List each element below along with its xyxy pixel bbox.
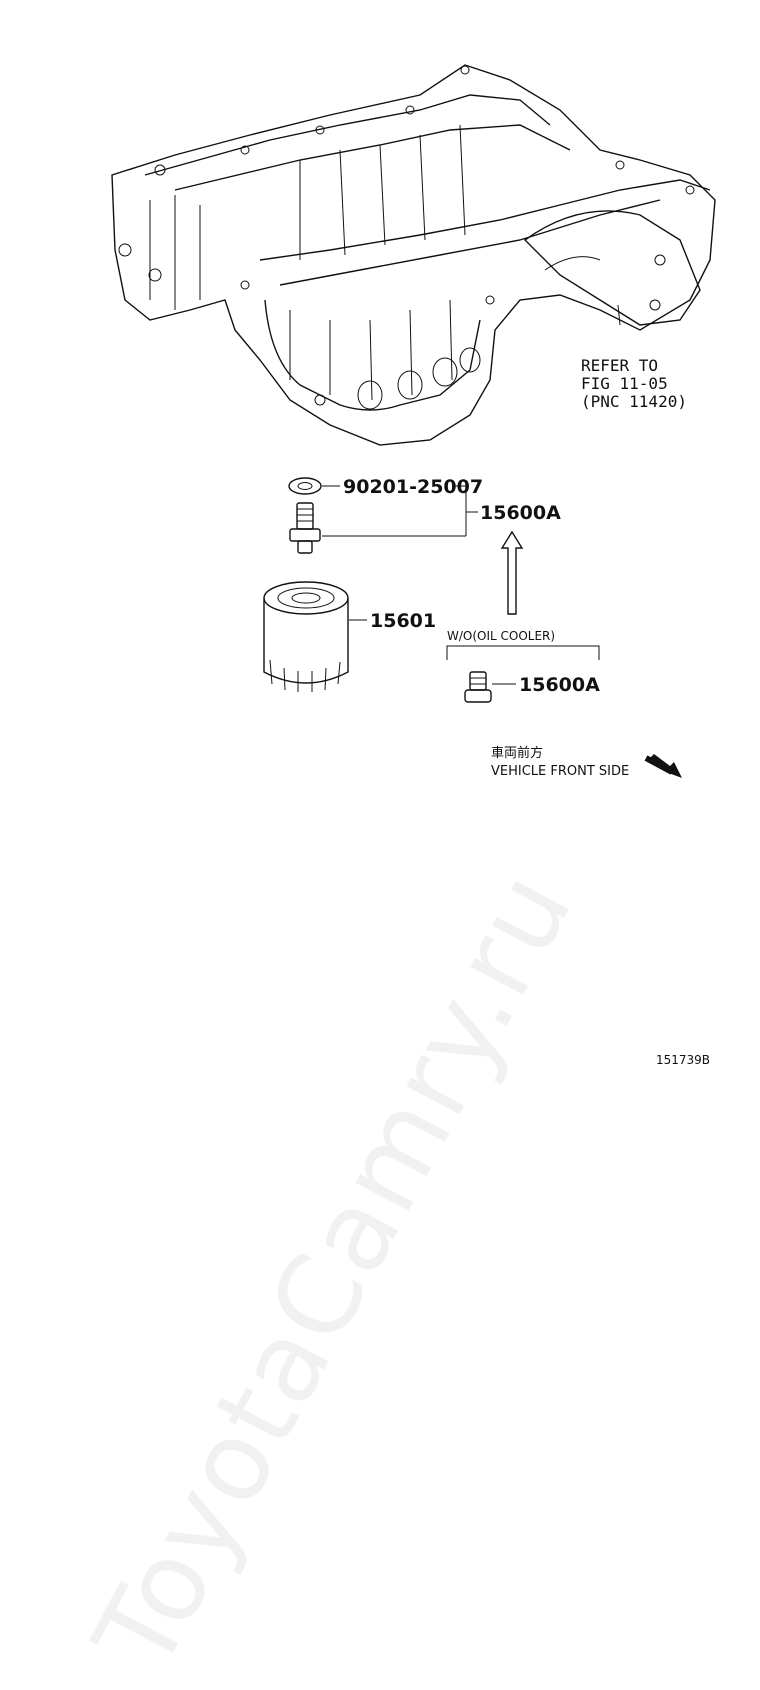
gasket-part-number: 90201-25007 (343, 476, 483, 498)
variant-label: W/O(OIL COOLER) (447, 629, 555, 643)
variant-bracket (446, 645, 600, 660)
union-bolt-part-number: 15600A (480, 502, 561, 524)
up-arrow-icon (500, 530, 524, 615)
oil-filter-drawing (263, 581, 349, 692)
plug-drawing (464, 671, 492, 703)
front-direction-arrow-icon (644, 754, 682, 778)
figure-number: 151739B (656, 1053, 710, 1067)
reference-line-1: REFER TO (581, 356, 658, 375)
union-bolt-drawing (289, 502, 321, 554)
plug-part-number: 15600A (519, 674, 600, 696)
oil-filter-part-number: 15601 (370, 610, 436, 632)
gasket-drawing (288, 477, 322, 495)
reference-line-3: (PNC 11420) (581, 392, 687, 411)
parts-diagram: REFER TO FIG 11-05 (PNC 11420) 90201-250… (111, 64, 716, 1067)
direction-japanese: 車両前方 (491, 745, 543, 761)
direction-english: VEHICLE FRONT SIDE (491, 764, 629, 779)
reference-line-2: FIG 11-05 (581, 374, 668, 393)
part-bracket (322, 485, 478, 537)
reference-note: REFER TO FIG 11-05 (PNC 11420) (581, 356, 687, 411)
oil-pan-drawing (111, 64, 716, 446)
